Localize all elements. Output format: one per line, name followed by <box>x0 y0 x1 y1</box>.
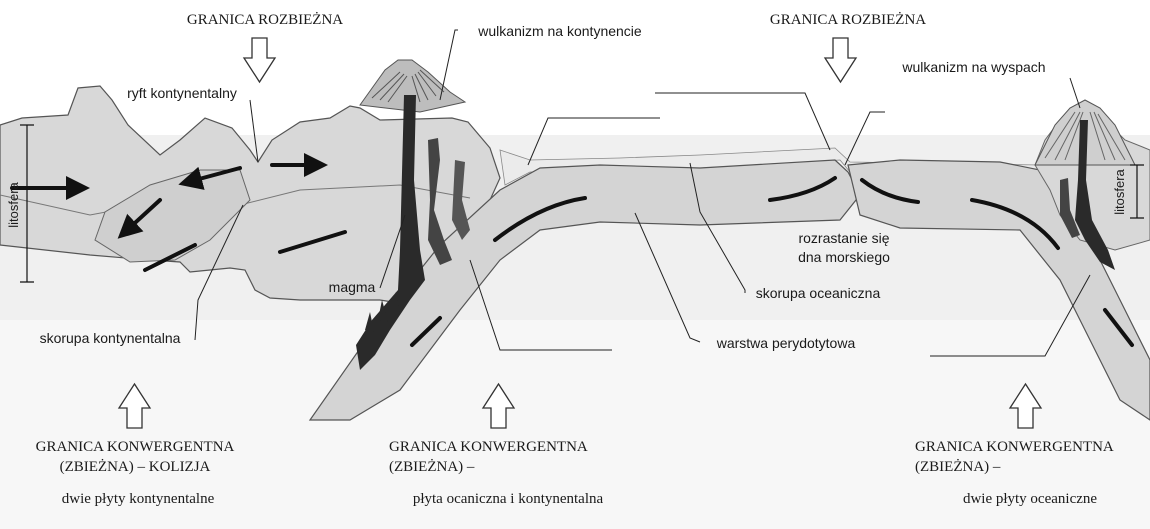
caption-ocean-continent-line3: płyta ocaniczna i kontynentalna <box>413 491 604 507</box>
label-continental-volcanism: wulkanizm na kontynencie <box>477 23 642 39</box>
motion-arrow-icon <box>178 166 242 190</box>
slab-bar <box>410 316 442 347</box>
label-peridotite-layer: warstwa perydotytowa <box>716 335 856 351</box>
up-arrow-icon <box>1008 382 1043 429</box>
caption-ocean-ocean-line3: dwie płyty oceaniczne <box>963 491 1097 507</box>
slab-bar <box>1103 308 1134 347</box>
magma-plume-1 <box>428 138 452 265</box>
caption-collision-line1: GRANICA KONWERGENTNA <box>36 439 235 455</box>
divergent-label-right: GRANICA ROZBIEŻNA <box>770 12 926 28</box>
lithosphere-bar-left <box>20 124 34 283</box>
leader-lines <box>194 29 1091 357</box>
magma-plume-island <box>1060 178 1080 238</box>
magma-body-island <box>1075 120 1115 270</box>
label-seafloor-spreading-1: rozrastanie się <box>798 230 889 246</box>
label-lithosphere-left: litosfera <box>6 181 21 227</box>
slab-bar <box>970 198 1060 250</box>
slab-bar <box>278 230 347 254</box>
divergent-label-left: GRANICA ROZBIEŻNA <box>187 12 343 28</box>
caption-ocean-ocean-line1: GRANICA KONWERGENTNA <box>915 439 1114 455</box>
down-arrow-icon <box>242 37 277 84</box>
slab-bar <box>493 196 587 242</box>
caption-ocean-ocean-line2: (ZBIEŻNA) – <box>915 459 1001 475</box>
down-arrow-icon <box>823 37 858 84</box>
caption-collision: GRANICA KONWERGENTNA (ZBIEŻNA) – KOLIZJA… <box>36 439 235 507</box>
deep-mantle <box>0 320 1150 529</box>
caption-ocean-ocean: GRANICA KONWERGENTNA (ZBIEŻNA) – dwie pł… <box>915 439 1114 507</box>
label-lithosphere-right: litosfera <box>1112 168 1127 214</box>
caption-collision-line3: dwie płyty kontynentalne <box>62 491 215 507</box>
magma-spikes <box>365 292 400 332</box>
continental-crust-fold <box>94 169 251 263</box>
lithosphere-bar-right <box>1130 164 1144 219</box>
volcano-strata <box>371 69 445 103</box>
label-continental-rift: ryft kontynentalny <box>127 85 237 101</box>
slab-motion-arrows <box>10 153 1134 347</box>
magma-plume-2 <box>452 160 470 240</box>
label-oceanic-crust: skorupa oceaniczna <box>756 285 881 301</box>
label-seafloor-spreading-2: dna morskiego <box>798 249 890 265</box>
slab-bar <box>768 176 837 202</box>
continental-volcano <box>359 59 467 113</box>
caption-ocean-continent-line1: GRANICA KONWERGENTNA <box>389 439 588 455</box>
label-continental-crust: skorupa kontynentalna <box>40 330 181 346</box>
motion-arrow-icon <box>117 198 162 239</box>
caption-ocean-continent: GRANICA KONWERGENTNA (ZBIEŻNA) – płyta o… <box>389 439 604 507</box>
label-island-volcanism: wulkanizm na wyspach <box>901 59 1045 75</box>
caption-collision-line2: (ZBIEŻNA) – KOLIZJA <box>60 459 211 475</box>
up-arrow-icon <box>117 382 152 429</box>
magma-body-continental <box>356 95 425 370</box>
label-magma: magma <box>329 279 376 295</box>
island-volcano-strata <box>1044 111 1126 161</box>
slab-bar <box>143 243 197 272</box>
caption-ocean-continent-line2: (ZBIEŻNA) – <box>389 459 475 475</box>
slab-bar <box>860 178 920 204</box>
up-arrow-icon <box>481 382 516 429</box>
